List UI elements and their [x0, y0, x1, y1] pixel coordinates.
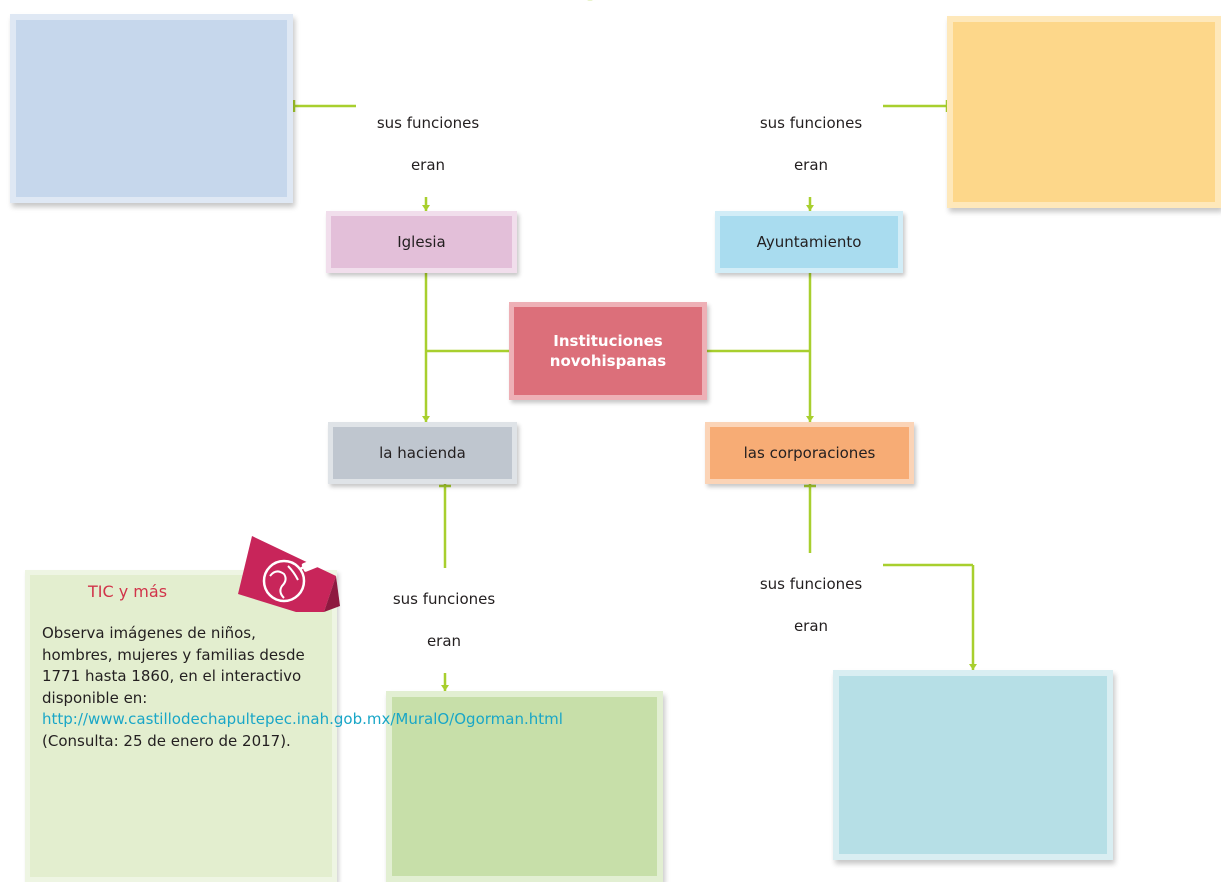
- connector-label-corporaciones: sus funciones eran: [739, 553, 883, 658]
- node-hacienda: la hacienda: [328, 422, 517, 484]
- node-ayuntamiento: Ayuntamiento: [715, 211, 903, 273]
- globe-usb-icon: [238, 536, 340, 612]
- node-label: Ayuntamiento: [756, 233, 862, 251]
- connector-label-line2: eran: [793, 156, 829, 174]
- tic-text-after: (Consulta: 25 de enero de 2017).: [42, 731, 291, 750]
- answer-box-ayuntamiento[interactable]: [947, 16, 1221, 208]
- connector-label-line1: sus funciones: [759, 114, 863, 132]
- node-iglesia: Iglesia: [326, 211, 517, 273]
- connector-label-line1: sus funciones: [392, 590, 496, 608]
- connector-label-line1: sus funciones: [759, 575, 863, 593]
- tic-text-before: Observa imágenes de niños, hombres, muje…: [42, 624, 305, 707]
- top-decoration: [587, 0, 593, 1]
- node-label: Iglesia: [397, 233, 446, 251]
- answer-box-iglesia[interactable]: [10, 14, 293, 203]
- connector-label-iglesia: sus funciones eran: [356, 92, 500, 197]
- node-label: las corporaciones: [743, 444, 876, 462]
- connector-label-line2: eran: [410, 156, 446, 174]
- tic-panel: [25, 570, 337, 882]
- center-node: Instituciones novohispanas: [509, 302, 707, 400]
- center-node-line2: novohispanas: [549, 352, 667, 370]
- connector-label-line1: sus funciones: [376, 114, 480, 132]
- tic-link[interactable]: http://www.castillodechapultepec.inah.go…: [42, 710, 563, 728]
- node-corporaciones: las corporaciones: [705, 422, 914, 484]
- connector-label-line2: eran: [793, 617, 829, 635]
- node-label: la hacienda: [379, 444, 466, 462]
- center-node-line1: Instituciones: [553, 332, 663, 350]
- tic-body: Observa imágenes de niños, hombres, muje…: [42, 623, 563, 752]
- connector-label-line2: eran: [426, 632, 462, 650]
- connector-label-ayuntamiento: sus funciones eran: [739, 92, 883, 197]
- connector-label-hacienda: sus funciones eran: [372, 568, 516, 673]
- answer-box-hacienda[interactable]: [386, 691, 663, 882]
- answer-box-corporaciones[interactable]: [833, 670, 1113, 860]
- tic-title: TIC y más: [88, 582, 168, 601]
